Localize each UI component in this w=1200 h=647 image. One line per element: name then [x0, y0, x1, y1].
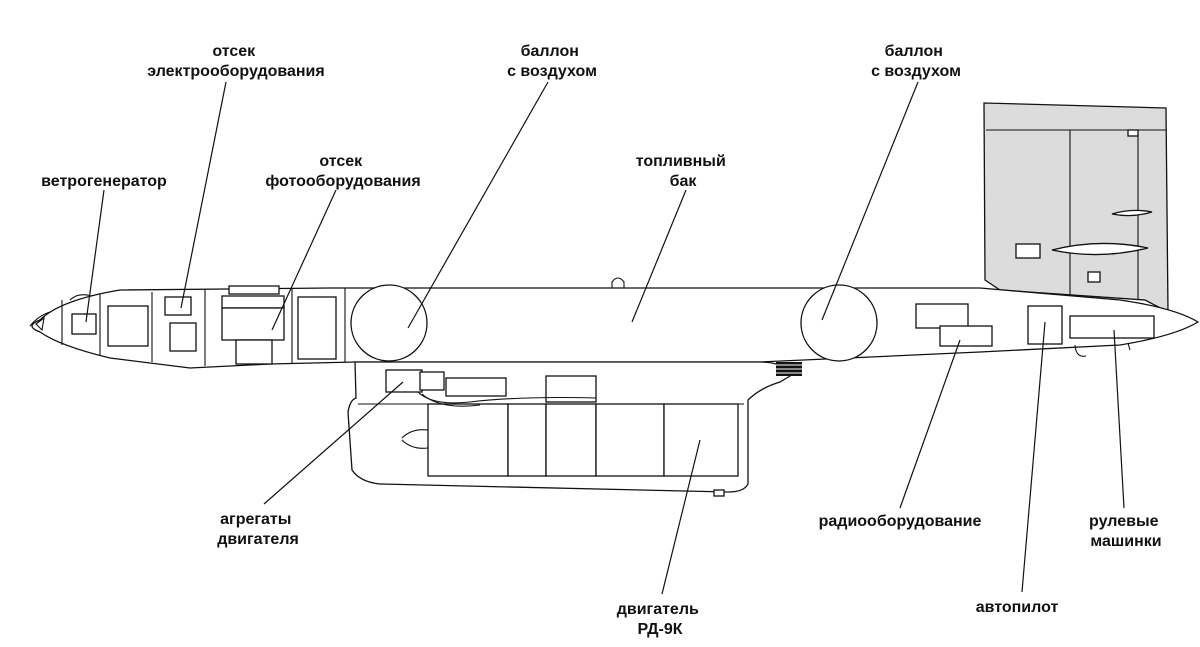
leader-engine — [661, 439, 701, 595]
air-bottle-front — [350, 284, 428, 362]
engine-nacelle — [347, 361, 802, 497]
label-windmill: ветрогенератор — [41, 173, 167, 190]
electrical-box-top — [164, 296, 192, 316]
tail-fin — [983, 102, 1169, 314]
leader-air-rear — [821, 81, 919, 321]
servo-box — [1069, 315, 1155, 339]
leader-air-front — [407, 81, 549, 329]
engine-section-5 — [663, 403, 739, 477]
rear-equipment — [915, 303, 1155, 357]
leader-engine-units — [263, 381, 404, 505]
label-fuel-tank: топливный бак — [636, 153, 731, 190]
tail-fairing — [1051, 242, 1149, 256]
engine-units-block — [385, 369, 423, 393]
label-engine-units: агрегаты двигателя — [217, 511, 299, 548]
engine-section-2 — [507, 403, 547, 477]
label-engine: двигатель РД-9К — [617, 601, 704, 638]
leader-windmill — [85, 189, 105, 323]
leader-photo — [271, 189, 337, 331]
leader-electrical — [180, 81, 227, 309]
photo-camera — [221, 307, 285, 341]
radio-box-upper — [915, 303, 969, 329]
air-bottle-rear — [800, 284, 878, 362]
intake-grille — [776, 362, 802, 376]
radio-box-lower — [939, 325, 993, 347]
leader-autopilot — [1021, 321, 1046, 593]
windmill-generator-box — [71, 313, 97, 335]
engine-section-3 — [545, 403, 597, 477]
leader-lines — [85, 81, 1125, 595]
label-electrical-bay: отсек электрооборудования — [147, 43, 324, 80]
fuselage — [29, 277, 1200, 369]
label-radio: радиооборудование — [819, 513, 982, 530]
leader-fuel-tank — [631, 189, 687, 323]
label-air-bottle-front: баллон с воздухом — [507, 43, 597, 80]
leader-radio — [899, 339, 961, 509]
engine-section-4 — [595, 403, 665, 477]
leader-servos — [1113, 329, 1125, 509]
electrical-box-bottom — [169, 322, 197, 352]
label-servos: рулевые машинки — [1089, 513, 1163, 550]
label-photo-bay: отсек фотооборудования — [265, 153, 420, 190]
nose-equipment — [71, 285, 337, 365]
label-air-bottle-rear: баллон с воздухом — [871, 43, 961, 80]
photo-box — [297, 296, 337, 360]
engine-section-1 — [427, 403, 509, 477]
label-autopilot: автопилот — [976, 599, 1059, 616]
